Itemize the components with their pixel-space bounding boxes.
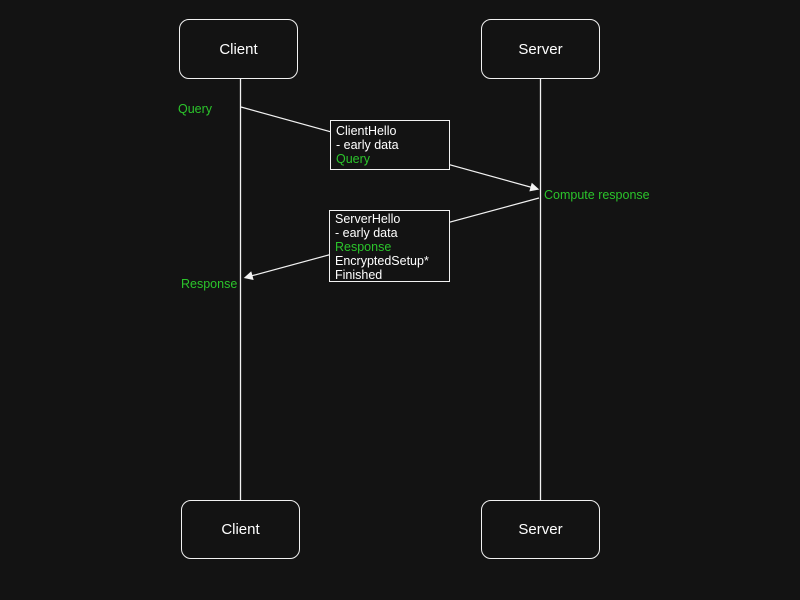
actor-server-top-label: Server bbox=[518, 40, 563, 58]
actor-client-bottom-label: Client bbox=[221, 521, 260, 538]
early-data-line: - early data bbox=[336, 138, 399, 152]
query-payload-line: Query bbox=[336, 152, 371, 166]
compute-response-annotation: Compute response bbox=[544, 188, 650, 202]
query-annotation: Query bbox=[178, 102, 213, 116]
actor-server-top: Server bbox=[481, 19, 600, 79]
actor-client-top: Client bbox=[179, 19, 298, 79]
early-data-line: - early data bbox=[335, 226, 398, 240]
encrypted-setup-line: EncryptedSetup* bbox=[335, 254, 429, 268]
serverhello-line: ServerHello bbox=[335, 212, 401, 226]
response-annotation: Response bbox=[181, 277, 238, 291]
actor-server-bottom: Server bbox=[481, 500, 600, 559]
actor-server-bottom-label: Server bbox=[518, 521, 563, 538]
actor-client-top-label: Client bbox=[219, 40, 258, 58]
finished-line: Finished bbox=[335, 268, 383, 282]
actor-client-bottom: Client bbox=[181, 500, 300, 559]
response-payload-line: Response bbox=[335, 240, 392, 254]
clienthello-message-box: ClientHello - early data Query bbox=[330, 120, 450, 170]
serverhello-message-box: ServerHello - early data Response Encryp… bbox=[329, 210, 450, 282]
clienthello-line: ClientHello bbox=[336, 124, 397, 138]
